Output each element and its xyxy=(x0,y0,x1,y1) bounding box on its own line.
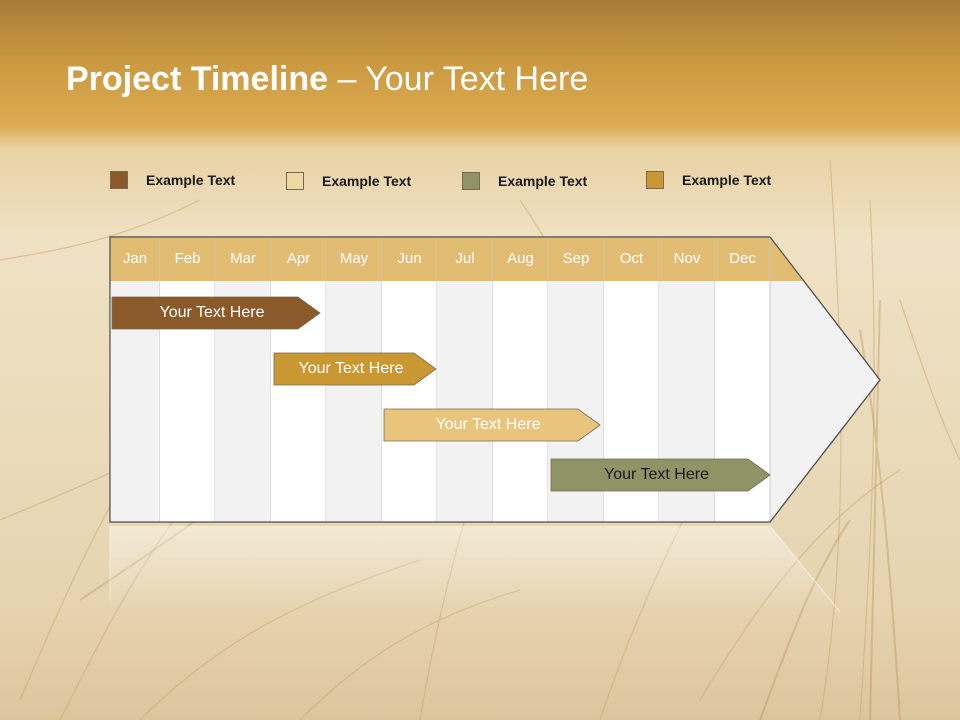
month-label: May xyxy=(339,250,369,267)
month-label: Feb xyxy=(174,250,201,267)
month-column xyxy=(382,281,437,522)
month-header-cell xyxy=(437,237,493,281)
month-column xyxy=(437,281,493,522)
month-header-cell xyxy=(659,237,715,281)
month-header-cell xyxy=(493,237,548,281)
month-label: Sep xyxy=(562,250,590,267)
timeline-arrow-outline xyxy=(109,236,881,523)
month-label: Aug xyxy=(507,250,534,267)
month-label: Nov xyxy=(673,250,701,267)
legend-swatch xyxy=(462,172,480,190)
month-column xyxy=(493,281,548,522)
reflection-edge xyxy=(769,525,841,613)
task-bar-label: Your Text Here xyxy=(298,360,404,377)
month-header-cell xyxy=(160,237,215,281)
task-bar xyxy=(383,408,601,442)
legend-label: Example Text xyxy=(322,173,412,189)
month-label: Mar xyxy=(230,250,256,267)
task-bar-label: Your Text Here xyxy=(604,466,709,483)
month-label: Jun xyxy=(397,250,422,267)
month-label: Jul xyxy=(455,250,475,267)
title-rest: – Your Text Here xyxy=(328,60,589,98)
task-bar xyxy=(111,296,321,330)
month-header-cell xyxy=(548,237,604,281)
legend-label: Example Text xyxy=(682,172,772,188)
legend-swatch xyxy=(110,171,128,189)
task-bar-label: Your Text Here xyxy=(435,416,541,433)
month-label: Apr xyxy=(286,250,311,267)
month-header-cell xyxy=(382,237,437,281)
legend-label: Example Text xyxy=(146,172,236,188)
month-header-cell xyxy=(604,237,659,281)
month-header-cell xyxy=(215,237,271,281)
task-bar xyxy=(550,458,771,492)
timeline-reflection xyxy=(110,526,840,612)
slide-title: Project Timeline – Your Text Here xyxy=(66,60,588,99)
month-label: Dec xyxy=(729,250,756,267)
month-label: Jan xyxy=(122,250,148,267)
month-header-cell xyxy=(110,237,160,281)
month-header-cell xyxy=(326,237,382,281)
month-column xyxy=(326,281,382,522)
title-bold: Project Timeline xyxy=(66,60,329,98)
month-label: Oct xyxy=(619,250,644,267)
month-header-cell xyxy=(271,237,326,281)
task-bar-label: Your Text Here xyxy=(159,304,265,321)
legend-swatch xyxy=(646,171,664,189)
month-header-cell xyxy=(715,237,770,281)
legend-label: Example Text xyxy=(498,173,588,189)
task-bar xyxy=(273,352,437,386)
legend-swatch xyxy=(286,172,304,190)
